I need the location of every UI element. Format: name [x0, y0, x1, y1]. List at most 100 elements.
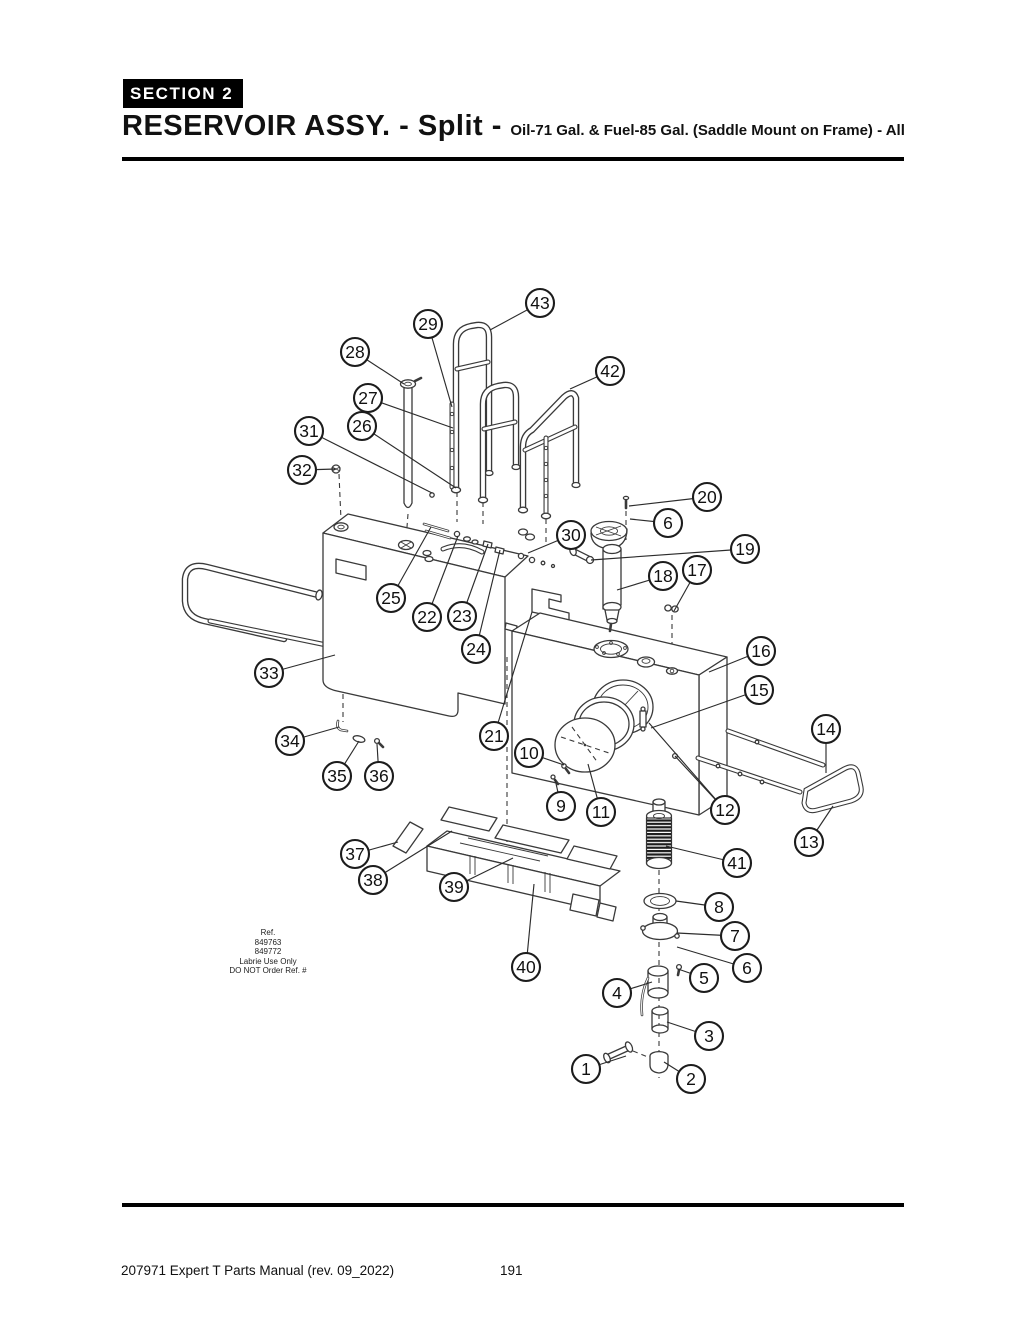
callout-circle-22 — [411, 601, 443, 633]
callout-number-20: 20 — [697, 487, 717, 507]
callout-circle-6 — [652, 507, 684, 539]
callout-circle-16 — [745, 635, 777, 667]
callout-number-7: 7 — [730, 926, 740, 946]
drain-hardware — [336, 719, 385, 749]
callout-number-35: 35 — [327, 766, 346, 786]
callout-circle-40 — [510, 951, 542, 983]
callout-leader-15 — [650, 689, 760, 729]
callout-circle-34 — [274, 725, 306, 757]
ref-note-line: 849763 — [254, 937, 282, 947]
callout-circle-19 — [729, 533, 761, 565]
callout-circle-43 — [524, 287, 556, 319]
callout-number-26: 26 — [352, 416, 371, 436]
callout-number-10: 10 — [519, 743, 539, 763]
callout-number-15: 15 — [749, 680, 768, 700]
callout-circle-9 — [545, 790, 577, 822]
callout-leader-26 — [361, 425, 457, 489]
callout-circle-36 — [363, 760, 395, 792]
callout-leader-12 — [648, 722, 726, 811]
callout-circle-32 — [286, 454, 318, 486]
callout-number-22: 22 — [417, 607, 436, 627]
callout-number-30: 30 — [561, 525, 581, 545]
callout-number-17: 17 — [687, 560, 706, 580]
callout-number-11: 11 — [592, 802, 610, 822]
callout-circle-24 — [460, 633, 492, 665]
callout-circle-21 — [478, 720, 510, 752]
callout-circle-11 — [585, 796, 617, 828]
callout-number-39: 39 — [444, 877, 463, 897]
filter-element — [645, 798, 673, 870]
callout-circle-41 — [721, 847, 753, 879]
callout-number-24: 24 — [466, 639, 486, 659]
callout-leader-19 — [590, 548, 746, 561]
callout-number-13: 13 — [799, 832, 818, 852]
callout-number-43: 43 — [530, 293, 549, 313]
page-title: RESERVOIR ASSY. - Split - — [122, 110, 502, 142]
callout-circle-35 — [321, 760, 353, 792]
fuel-tank — [511, 604, 728, 816]
ref-note-line: Ref. — [260, 928, 276, 937]
callout-leader-31 — [308, 430, 433, 494]
callout-leader-38 — [372, 830, 453, 881]
handle-guard — [181, 562, 353, 656]
callout-circle-13 — [793, 826, 825, 858]
callout-circle-20 — [691, 481, 723, 513]
ref-note-line: 849772 — [254, 947, 282, 957]
callout-circle-14 — [810, 713, 842, 745]
callout-circle-1 — [570, 1053, 602, 1085]
callout-number-29: 29 — [418, 314, 437, 334]
callout-circle-4 — [601, 977, 633, 1009]
tank-guards — [429, 321, 581, 520]
callout-circle-17 — [681, 554, 713, 586]
side-sills — [695, 728, 864, 814]
callout-number-41: 41 — [727, 853, 746, 873]
callout-number-28: 28 — [345, 342, 364, 362]
callout-circle-6 — [731, 952, 763, 984]
callout-number-1: 1 — [581, 1059, 591, 1079]
callout-number-6: 6 — [742, 958, 752, 978]
callout-number-4: 4 — [612, 983, 622, 1003]
filler-neck-assembly — [569, 495, 630, 633]
callout-number-12: 12 — [715, 800, 734, 820]
callout-leader-21 — [493, 611, 533, 737]
callout-number-42: 42 — [600, 361, 619, 381]
callout-circle-27 — [352, 382, 384, 414]
callout-circle-5 — [688, 962, 720, 994]
callout-number-16: 16 — [751, 641, 770, 661]
callout-number-23: 23 — [452, 606, 471, 626]
callout-number-34: 34 — [280, 731, 300, 751]
callout-circle-23 — [446, 600, 478, 632]
footer-rule — [122, 1203, 904, 1207]
ref-note-line: DO NOT Order Ref. # — [229, 966, 307, 976]
oil-tank — [322, 513, 529, 718]
callout-number-6: 6 — [663, 513, 673, 533]
section-label: SECTION 2 — [130, 83, 234, 103]
callout-number-21: 21 — [484, 726, 503, 746]
callout-number-9: 9 — [556, 796, 566, 816]
suction-fittings — [603, 892, 683, 1074]
callout-leader-24 — [475, 549, 501, 650]
footer-page-number: 191 — [500, 1263, 523, 1278]
page-subtitle: Oil-71 Gal. & Fuel-85 Gal. (Saddle Mount… — [510, 122, 905, 139]
callout-number-5: 5 — [699, 968, 709, 988]
callout-circle-12 — [709, 794, 741, 826]
callout-circle-30 — [555, 519, 587, 551]
callout-number-32: 32 — [292, 460, 311, 480]
footer-manual-ref: 207971 Expert T Parts Manual (rev. 09_20… — [121, 1263, 395, 1278]
callout-circle-26 — [346, 410, 378, 442]
callout-circle-18 — [647, 560, 679, 592]
callout-circle-39 — [438, 871, 470, 903]
filler-tube — [399, 376, 423, 509]
callout-number-37: 37 — [345, 844, 364, 864]
mounting-channel — [392, 806, 621, 922]
callout-circle-7 — [719, 920, 751, 952]
callout-number-3: 3 — [704, 1026, 714, 1046]
callout-number-14: 14 — [816, 719, 836, 739]
callout-circle-37 — [339, 838, 371, 870]
callout-circle-38 — [357, 864, 389, 896]
callout-circle-8 — [703, 891, 735, 923]
page-title-row: RESERVOIR ASSY. - Split - Oil-71 Gal. & … — [122, 110, 906, 143]
